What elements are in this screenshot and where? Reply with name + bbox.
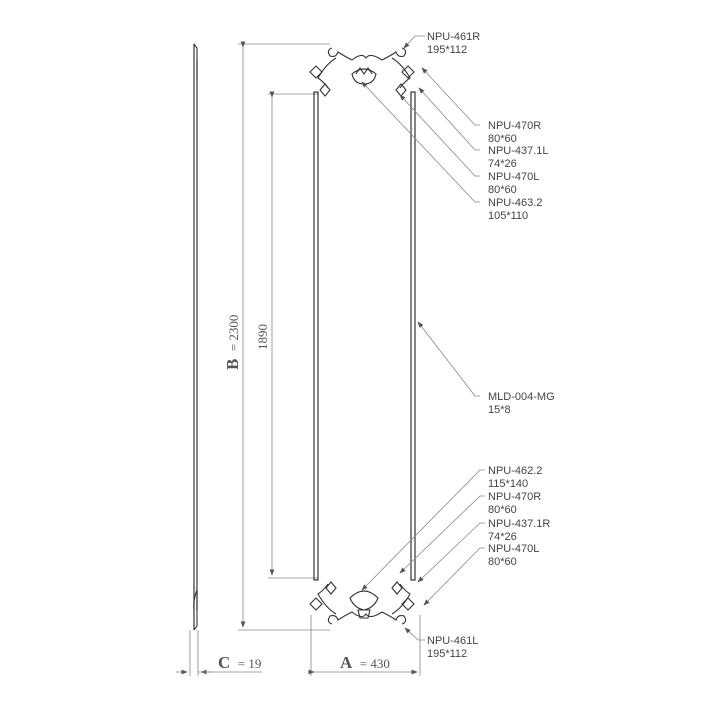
dim-a-value: = 430 [360,656,390,671]
callout-code: NPU-461L [427,635,478,647]
dim-b-letter: B [223,359,242,370]
dimension-c: C = 19 [176,653,262,675]
dimension-a: A = 430 [308,615,421,676]
callout-size: 80*60 [488,184,517,196]
svg-text:B = 2300: B = 2300 [223,315,242,370]
callout-code: NPU-470R [488,491,541,503]
dim-c-letter: C [218,653,230,672]
top-ornament [309,47,415,97]
callout-size: 115*140 [488,478,528,490]
callout-size: 80*60 [488,504,517,516]
callout-labels: NPU-461R 195*112 NPU-470R 80*60 NPU-437.… [427,31,555,660]
callout-code: NPU-462.2 [488,465,542,477]
svg-text:C = 19: C = 19 [218,653,261,672]
callout-size: 105*110 [488,210,528,222]
callout-code: NPU-470L [488,171,539,183]
dim-inner-height-value: 1890 [255,324,270,350]
leader-lines [361,35,485,641]
callout-size: 80*60 [488,556,517,568]
callout-code: NPU-461R [427,31,480,43]
callout-code: NPU-470R [488,120,541,132]
dimension-b: B = 2300 [223,41,330,631]
side-profile [189,43,199,676]
dim-b-value: = 2300 [226,315,241,352]
callout-size: 74*26 [488,158,517,170]
dim-c-value: = 19 [238,656,262,671]
dim-a-letter: A [340,653,353,672]
callout-size: 195*112 [427,648,467,660]
callout-code: NPU-470L [488,543,539,555]
svg-text:A = 430: A = 430 [340,653,390,672]
callout-code: MLD-004-MG [488,391,555,403]
dimension-inner-height: 1890 [255,91,318,579]
callout-code: NPU-437.1R [488,518,550,530]
bottom-ornament [309,581,415,625]
callout-code: NPU-463.2 [488,197,542,209]
callout-size: 80*60 [488,133,517,145]
molding-bars [313,91,416,581]
callout-size: 74*26 [488,531,517,543]
callout-size: 15*8 [488,404,511,416]
callout-code: NPU-437.1L [488,145,549,157]
callout-size: 195*112 [427,44,467,56]
